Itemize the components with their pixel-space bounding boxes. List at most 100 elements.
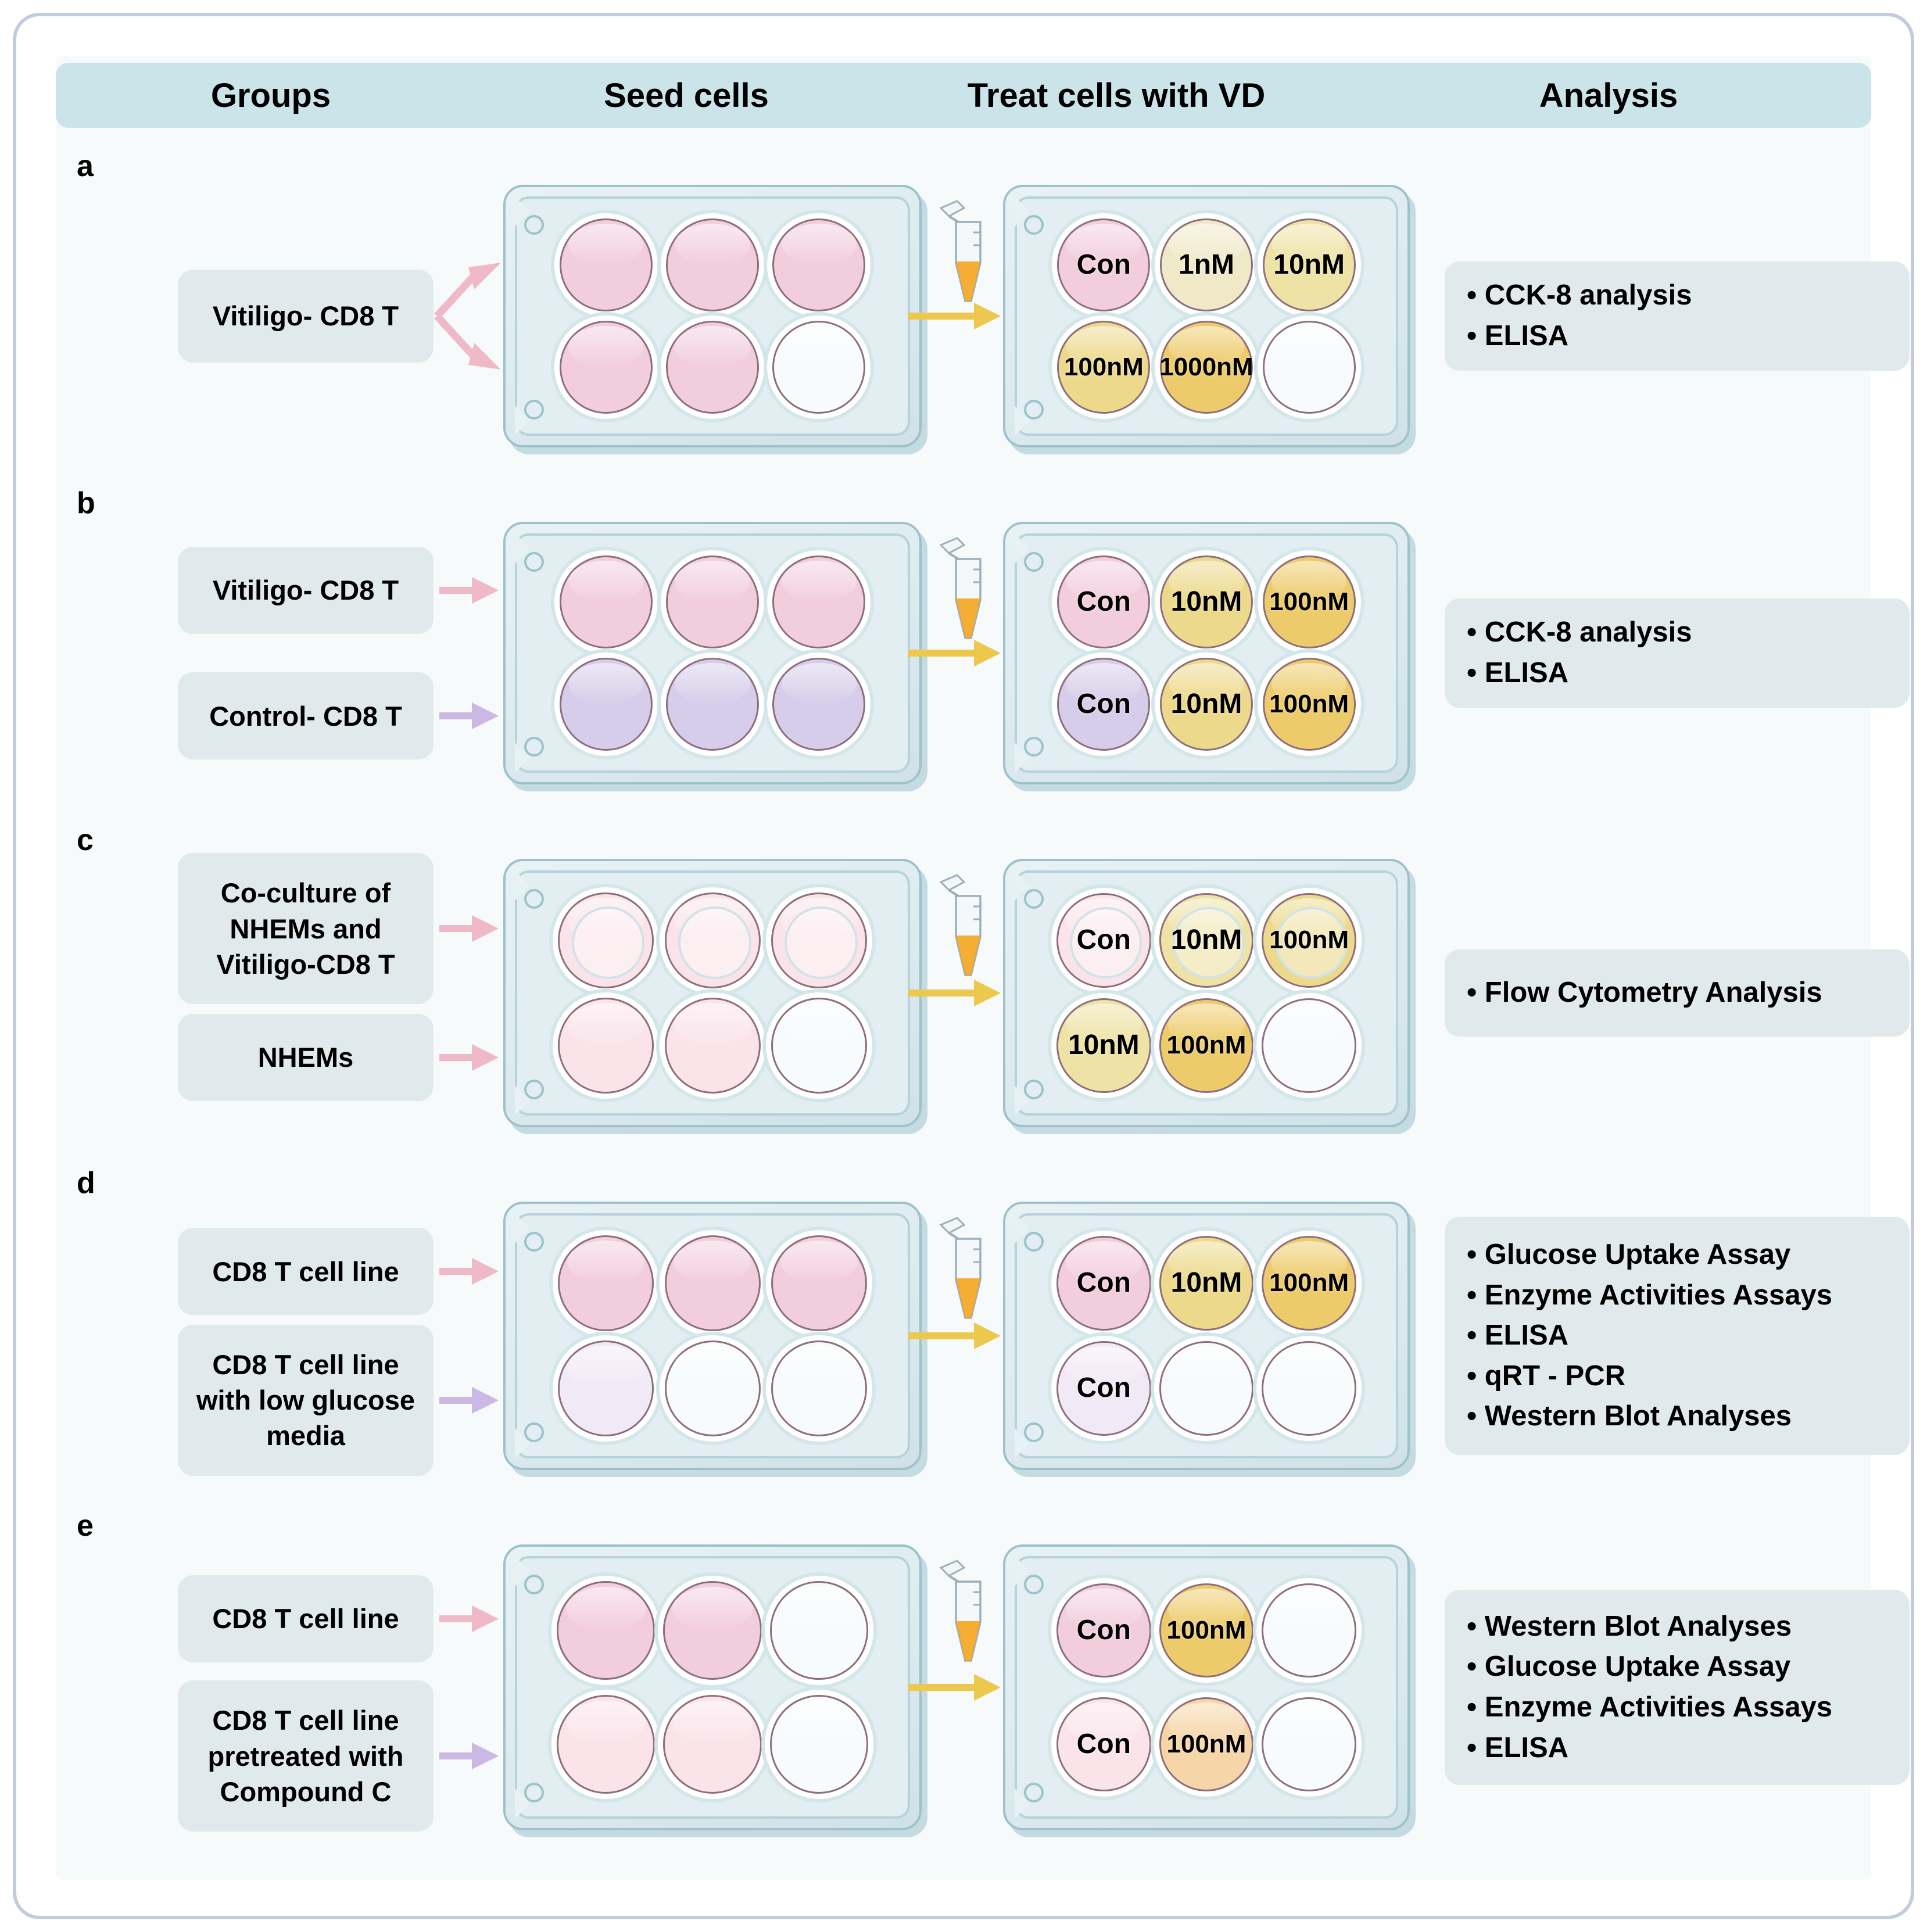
well-treated: 1000nM <box>1159 321 1253 414</box>
well-label: Con <box>1076 249 1131 280</box>
well-highlight <box>675 326 750 367</box>
well-treated: Con <box>1057 658 1151 751</box>
column-header-seed: Seed cells <box>604 76 769 114</box>
analysis-item: • Glucose Uptake Assay <box>1467 1239 1791 1271</box>
analysis-item: • Enzyme Activities Assays <box>1467 1279 1833 1311</box>
eppendorf-tube-icon <box>930 199 1000 332</box>
group-arrow <box>439 702 499 730</box>
group-label: Vitiligo- CD8 T <box>178 546 434 634</box>
well-highlight <box>568 326 644 367</box>
well-highlight <box>675 561 750 602</box>
well-highlight <box>1270 1346 1348 1389</box>
transfer-arrow <box>908 640 1001 666</box>
seed-plate-a <box>503 185 922 447</box>
well-highlight <box>567 1003 645 1046</box>
plate-alignment-hole <box>1024 1575 1044 1594</box>
well-label: 100nM <box>1063 353 1144 381</box>
well-treated: Con <box>1056 893 1151 988</box>
seed-plate-b <box>503 522 922 784</box>
well-label: Con <box>1076 924 1131 956</box>
column-header-analysis: Analysis <box>1539 76 1678 114</box>
well-label: 100nM <box>1166 1031 1247 1060</box>
well-seeded <box>664 892 761 988</box>
plate-alignment-hole <box>1024 1783 1044 1802</box>
panel-letter-a: a <box>77 149 94 183</box>
well-seeded <box>666 321 759 414</box>
well-seeded <box>559 658 653 751</box>
well-highlight <box>674 1003 751 1046</box>
well-seeded <box>771 1235 867 1331</box>
well-treated: Con <box>1056 1236 1151 1331</box>
well-highlight <box>672 1586 753 1630</box>
well-seeded <box>666 218 759 311</box>
plate-alignment-hole <box>1024 400 1044 420</box>
plate-alignment-hole <box>1024 215 1044 235</box>
well-empty <box>1262 998 1356 1093</box>
analysis-box-d: • Glucose Uptake Assay • Enzyme Activitie… <box>1445 1217 1910 1455</box>
well-label: 10nM <box>1170 924 1242 956</box>
plate-alignment-hole <box>524 1232 544 1252</box>
analysis-box-b: • CCK-8 analysis• ELISA <box>1445 598 1910 708</box>
well-seeded <box>772 658 866 751</box>
group-arrow <box>439 1258 499 1285</box>
group-label: NHEMs <box>178 1013 434 1101</box>
well-highlight <box>1270 1588 1348 1630</box>
well-empty <box>1262 1341 1356 1436</box>
analysis-item: • ELISA <box>1467 657 1569 689</box>
analysis-item: • Western Blot Analyses <box>1467 1400 1792 1432</box>
well-label: 100nM <box>1166 1615 1247 1644</box>
well-seeded <box>557 1695 656 1794</box>
well-label: 10nM <box>1170 586 1242 617</box>
well-highlight <box>1168 1346 1245 1389</box>
well-highlight <box>779 1586 859 1630</box>
analysis-box-a: • CCK-8 analysis• ELISA <box>1445 261 1910 371</box>
group-arrow <box>439 1044 499 1071</box>
well-treated: 100nM <box>1159 998 1254 1093</box>
well-highlight <box>781 663 857 704</box>
well-seeded <box>663 1695 762 1794</box>
well-highlight <box>566 1700 646 1744</box>
well-treated: Con <box>1056 1341 1151 1436</box>
transfer-arrow <box>908 1322 1001 1349</box>
plate-alignment-hole <box>524 1575 544 1594</box>
well-highlight <box>675 224 750 265</box>
well-seeded <box>772 555 866 648</box>
well-highlight <box>672 1700 753 1744</box>
well-highlight <box>675 663 750 704</box>
plate-alignment-hole <box>524 215 544 235</box>
plate-alignment-hole <box>524 552 544 572</box>
group-arrow <box>439 1386 499 1414</box>
well-seeded <box>557 1581 656 1680</box>
well-highlight <box>781 561 857 602</box>
treatment-plate-c: Con 10nM 100nM 10nM 100nM <box>1003 859 1410 1127</box>
well-treated: 100nM <box>1159 1583 1254 1678</box>
well-highlight <box>567 1346 645 1389</box>
analysis-item: • CCK-8 analysis <box>1467 279 1692 311</box>
well-treated: Con <box>1057 555 1151 648</box>
transfer-arrow <box>908 980 1001 1006</box>
well-treated: Con <box>1056 1583 1151 1678</box>
group-arrow <box>439 1743 499 1770</box>
well-empty <box>1159 1341 1254 1436</box>
well-highlight <box>779 1700 859 1744</box>
plate-alignment-hole <box>524 737 544 757</box>
well-highlight <box>568 561 644 602</box>
well-treated: 100nM <box>1057 321 1151 414</box>
group-label: CD8 T cell line with low glucose media <box>178 1324 434 1476</box>
well-seeded <box>664 1235 761 1331</box>
well-label: 100nM <box>1269 587 1349 616</box>
well-treated: 10nM <box>1262 218 1356 311</box>
well-treated: 10nM <box>1160 555 1253 648</box>
well-label: Con <box>1076 689 1131 719</box>
panel-letter-b: b <box>77 486 95 520</box>
well-treated: 10nM <box>1056 998 1151 1093</box>
well-treated: 100nM <box>1262 658 1356 751</box>
well-treated: 1nM <box>1160 218 1253 311</box>
well-label: 100nM <box>1269 926 1349 955</box>
well-label: Con <box>1076 586 1131 617</box>
seed-plate-e <box>503 1544 922 1830</box>
plate-alignment-hole <box>524 889 544 909</box>
